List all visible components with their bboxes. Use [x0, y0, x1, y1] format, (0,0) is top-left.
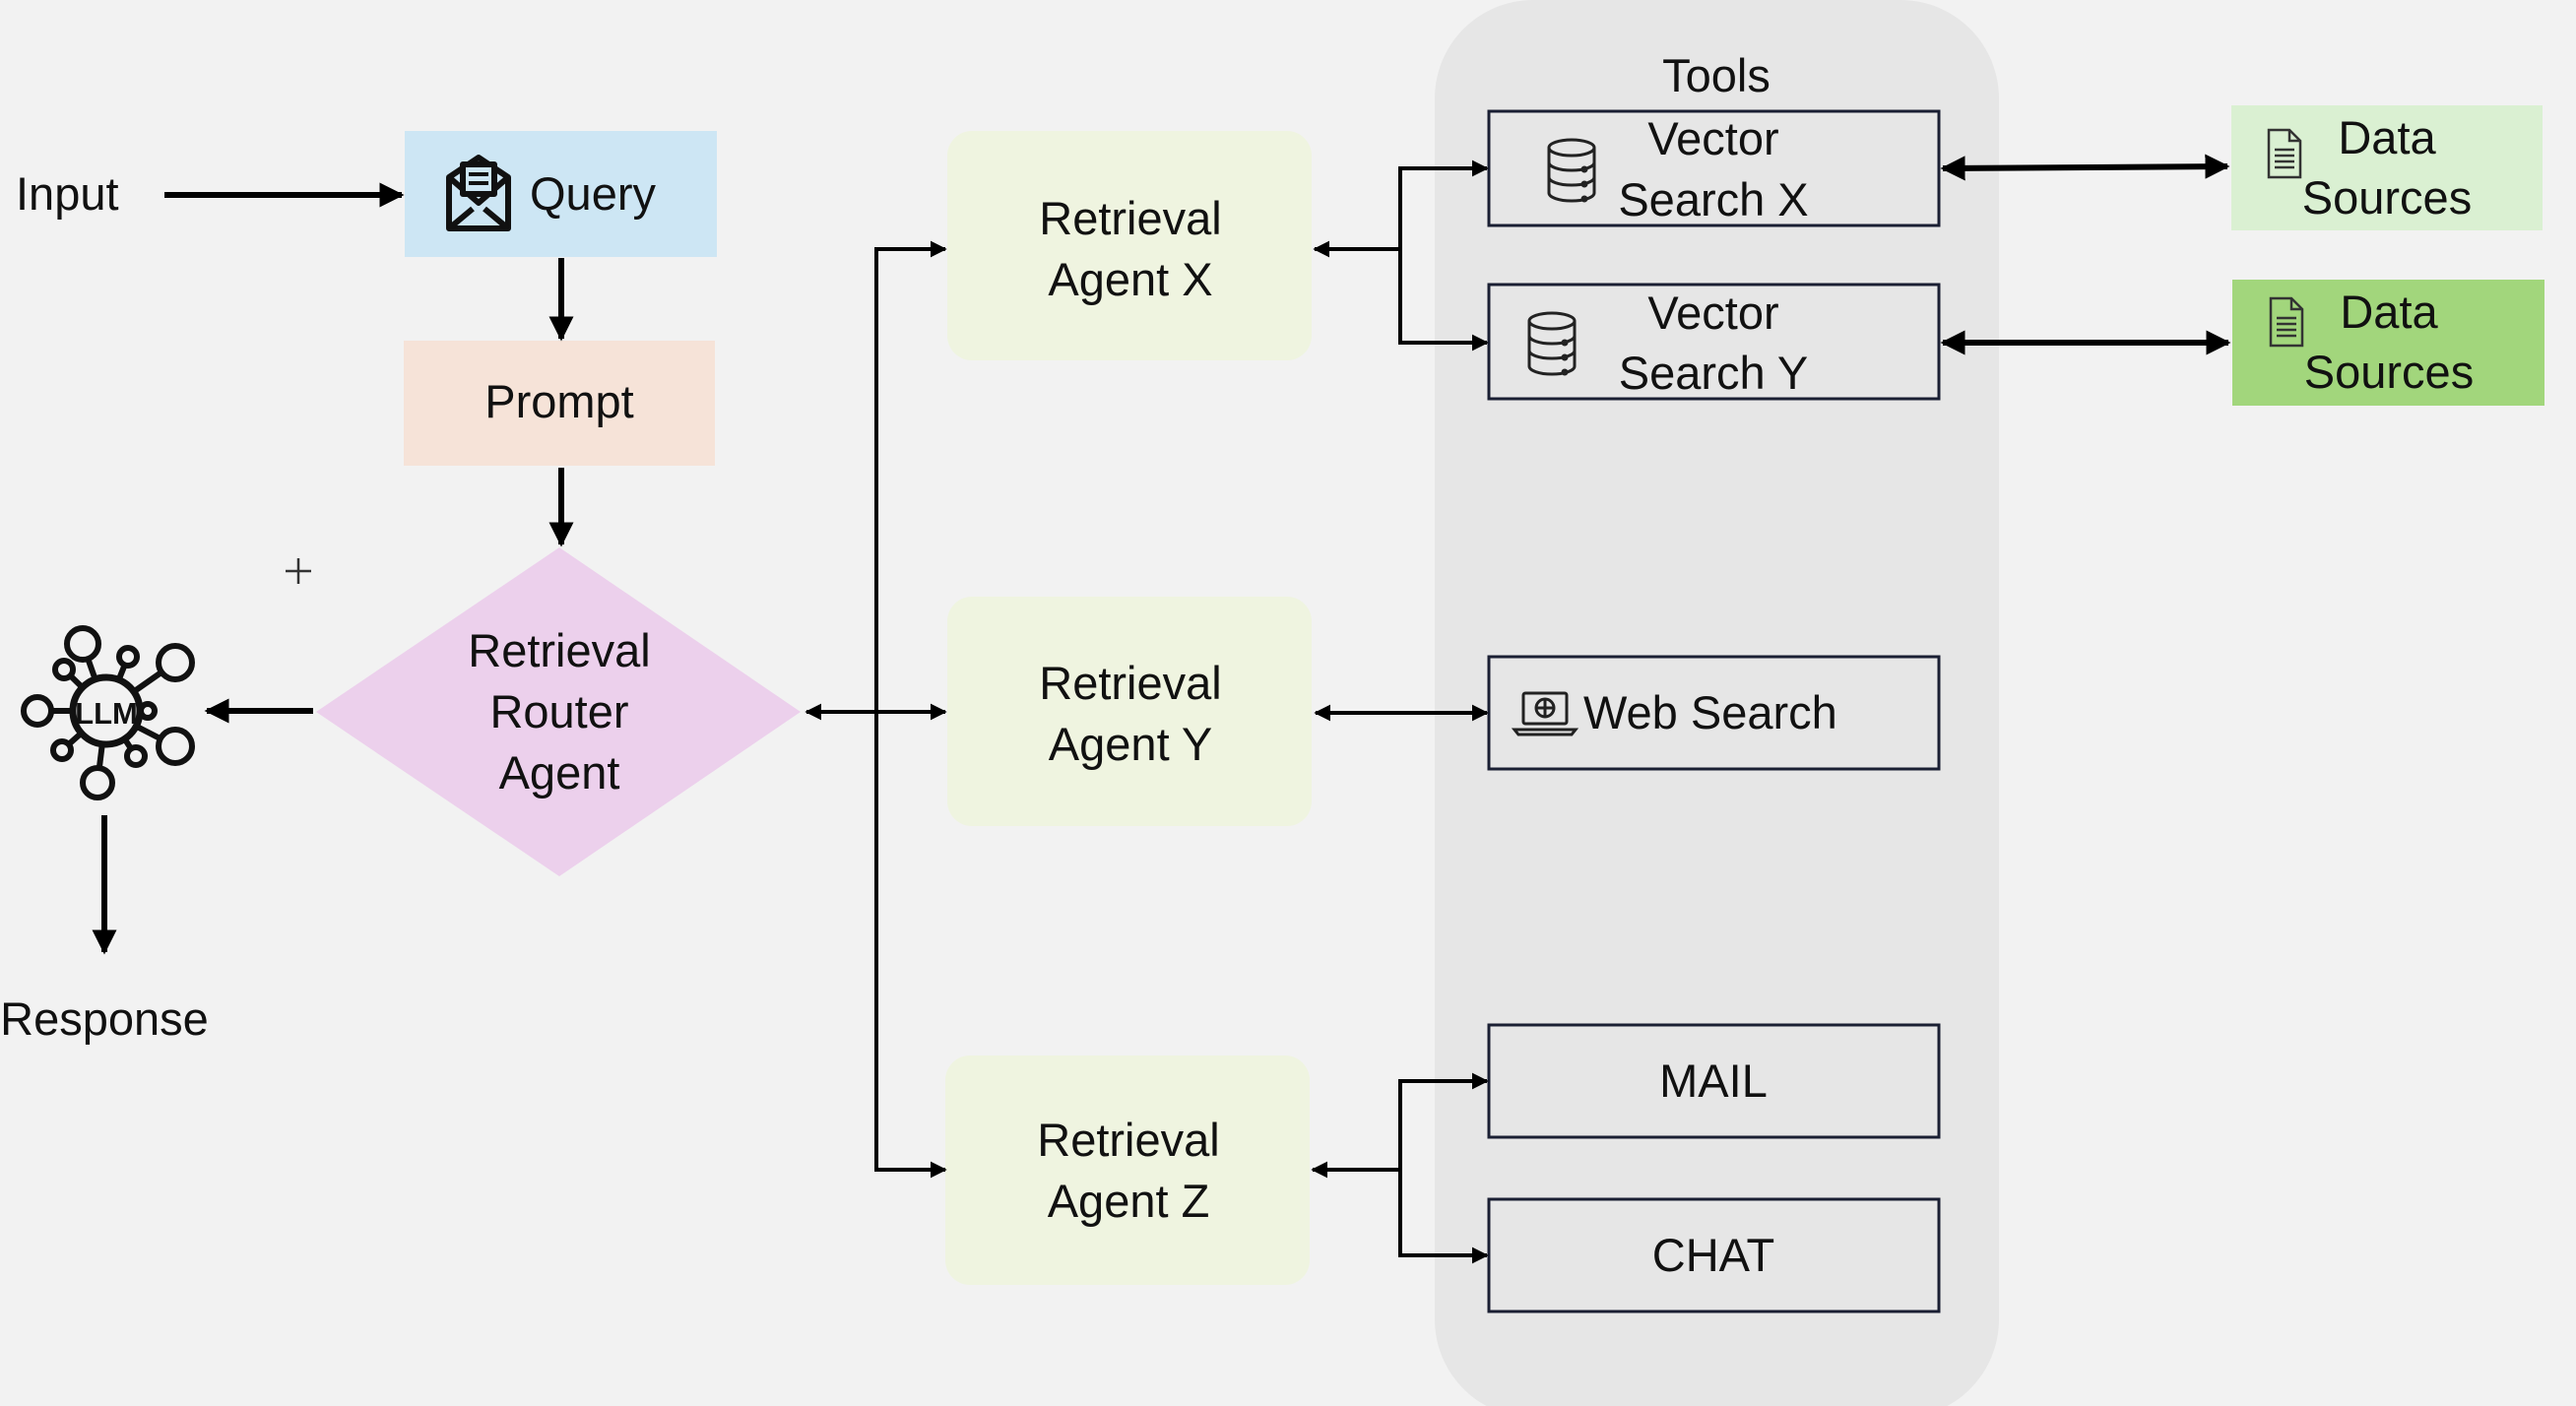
router-label-line-3: Agent	[499, 746, 620, 799]
data-sources-1[interactable]: Data Sources	[2231, 105, 2543, 230]
agent-z-label-line-1: Retrieval	[1037, 1114, 1219, 1166]
router-label-line-1: Retrieval	[468, 624, 650, 676]
tool-vector-search-x[interactable]: Vector Search X	[1487, 109, 1941, 227]
tool-mail-label: MAIL	[1659, 1054, 1768, 1107]
llm-label: LLM	[75, 696, 138, 731]
tool-mail[interactable]: MAIL	[1487, 1023, 1941, 1139]
arrow-to-vector-x	[1398, 160, 1489, 249]
tool-chat[interactable]: CHAT	[1487, 1197, 1941, 1313]
data-sources-1-line-2: Sources	[2302, 171, 2472, 224]
data-sources-2-line-2: Sources	[2304, 346, 2474, 398]
agent-x-label-line-2: Agent X	[1048, 253, 1212, 305]
data-sources-2-line-1: Data	[2340, 286, 2438, 338]
router-label-line-2: Router	[489, 685, 628, 737]
database-icon	[1527, 311, 1577, 376]
agent-z-label-line-2: Agent Z	[1048, 1175, 1210, 1227]
query-node[interactable]: Query	[405, 131, 717, 257]
agent-y-node[interactable]: Retrieval Agent Y	[947, 597, 1312, 826]
router-node[interactable]: Retrieval Router Agent	[316, 547, 801, 876]
tool-web-search[interactable]: Web Search	[1487, 655, 1941, 771]
tools-title: Tools	[1662, 49, 1771, 101]
agent-x-label-line-1: Retrieval	[1039, 192, 1221, 244]
tool-web-search-label: Web Search	[1583, 686, 1837, 738]
document-icon	[2269, 296, 2304, 348]
laptop-globe-icon	[1511, 691, 1579, 736]
arrow-bus-to-agent-z	[874, 712, 947, 1179]
tool-chat-label: CHAT	[1652, 1229, 1774, 1281]
envelope-icon	[446, 155, 511, 231]
agent-y-label-line-2: Agent Y	[1049, 718, 1212, 770]
prompt-label: Prompt	[484, 375, 634, 427]
tool-vector-search-x-line-1: Vector	[1647, 112, 1778, 164]
data-sources-1-line-1: Data	[2338, 111, 2436, 163]
response-label: Response	[0, 992, 209, 1045]
input-label: Input	[16, 167, 119, 220]
data-sources-2[interactable]: Data Sources	[2232, 280, 2544, 406]
tool-vector-search-x-line-2: Search X	[1618, 173, 1808, 225]
prompt-node[interactable]: Prompt	[404, 341, 715, 466]
arrow-bus-to-agent-x	[874, 240, 947, 712]
tool-vector-search-y[interactable]: Vector Search Y	[1487, 283, 1941, 401]
arrow-to-vector-y	[1398, 249, 1489, 352]
arrow-vector-x-data-sources	[1940, 154, 2230, 181]
tool-vector-search-y-line-1: Vector	[1647, 287, 1778, 339]
agent-y-label-line-1: Retrieval	[1039, 657, 1221, 709]
arrow-to-mail	[1398, 1072, 1489, 1170]
database-icon	[1547, 138, 1596, 203]
llm-node-icon	[21, 625, 195, 800]
tool-vector-search-y-line-2: Search Y	[1619, 347, 1808, 399]
crosshair-cursor-icon	[286, 558, 311, 584]
agent-x-node[interactable]: Retrieval Agent X	[947, 131, 1312, 360]
agent-z-node[interactable]: Retrieval Agent Z	[945, 1055, 1310, 1285]
document-icon	[2267, 128, 2302, 179]
query-label: Query	[530, 167, 656, 220]
arrow-to-chat	[1398, 1170, 1489, 1264]
